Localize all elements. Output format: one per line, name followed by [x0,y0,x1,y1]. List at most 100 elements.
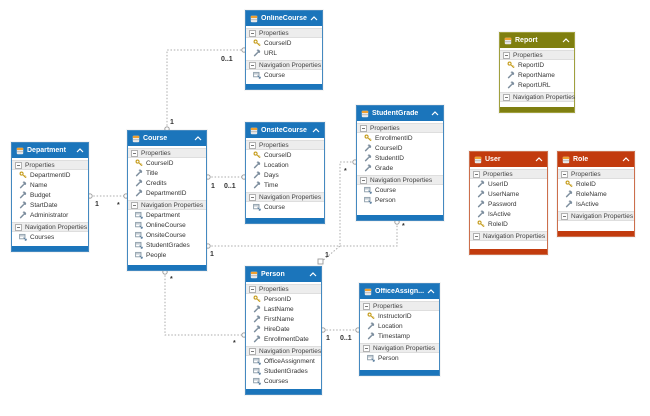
navigation-row[interactable]: StudentGrades [128,240,206,250]
entity-header[interactable]: OnlineCourse [246,11,322,26]
property-row[interactable]: URL [246,48,322,58]
navigation-section[interactable]: Navigation Properties [360,343,439,353]
properties-section[interactable]: Properties [12,160,88,170]
navigation-section[interactable]: Navigation Properties [12,222,88,232]
navigation-row[interactable]: People [128,250,206,260]
property-row[interactable]: UserName [470,189,547,199]
property-row[interactable]: FirstName [246,314,321,324]
property-row[interactable]: IsActive [470,209,547,219]
entity-header[interactable]: OnsiteCourse [246,123,324,138]
property-row[interactable]: CourseID [128,158,206,168]
navigation-row[interactable]: OnlineCourse [128,220,206,230]
collapse-box-icon[interactable] [249,348,256,355]
entity-header[interactable]: User [470,152,547,167]
entity-header[interactable]: Person [246,267,321,282]
property-row[interactable]: DepartmentID [128,188,206,198]
properties-section[interactable]: Properties [246,284,321,294]
collapse-box-icon[interactable] [561,213,568,220]
entity-course[interactable]: Course Properties CourseID Title Credits… [127,130,207,271]
collapse-chevron-icon[interactable] [194,136,202,141]
property-row[interactable]: ReportID [500,60,574,70]
property-row[interactable]: ReportURL [500,80,574,90]
collapse-box-icon[interactable] [249,62,256,69]
properties-section[interactable]: Properties [500,50,574,60]
collapse-box-icon[interactable] [360,125,367,132]
property-row[interactable]: StartDate [12,200,88,210]
collapse-chevron-icon[interactable] [310,16,318,21]
entity-person[interactable]: Person Properties PersonID LastName Firs… [245,266,322,395]
collapse-box-icon[interactable] [131,150,138,157]
collapse-box-icon[interactable] [15,162,22,169]
property-row[interactable]: PersonID [246,294,321,304]
property-row[interactable]: Location [360,321,439,331]
property-row[interactable]: StudentID [357,153,443,163]
collapse-chevron-icon[interactable] [535,157,543,162]
navigation-section[interactable]: Navigation Properties [128,200,206,210]
property-row[interactable]: EnrollmentID [357,133,443,143]
property-row[interactable]: IsActive [558,199,634,209]
navigation-row[interactable]: Department [128,210,206,220]
property-row[interactable]: EnrollmentDate [246,334,321,344]
entity-officeassignment[interactable]: OfficeAssign... Properties InstructorID … [359,283,440,376]
entity-report[interactable]: Report Properties ReportID ReportName Re… [499,32,575,113]
property-row[interactable]: Title [128,168,206,178]
property-row[interactable]: Location [246,160,324,170]
collapse-box-icon[interactable] [503,94,510,101]
property-row[interactable]: Password [470,199,547,209]
entity-header[interactable]: Department [12,143,88,158]
collapse-chevron-icon[interactable] [312,128,320,133]
collapse-box-icon[interactable] [473,233,480,240]
relationship-person-officeassignment[interactable]: 1 0..1 [320,327,361,342]
navigation-row[interactable]: Course [246,70,322,80]
property-row[interactable]: Credits [128,178,206,188]
properties-section[interactable]: Properties [357,123,443,133]
property-row[interactable]: InstructorID [360,311,439,321]
property-row[interactable]: Name [12,180,88,190]
entity-onsitecourse[interactable]: OnsiteCourse Properties CourseID Locatio… [245,122,325,224]
collapse-chevron-icon[interactable] [309,272,317,277]
collapse-box-icon[interactable] [131,202,138,209]
property-row[interactable]: Grade [357,163,443,173]
navigation-row[interactable]: Person [360,353,439,363]
navigation-section[interactable]: Navigation Properties [558,211,634,221]
collapse-box-icon[interactable] [249,194,256,201]
navigation-row[interactable]: OnsiteCourse [128,230,206,240]
property-row[interactable]: Budget [12,190,88,200]
entity-header[interactable]: Report [500,33,574,48]
collapse-box-icon[interactable] [249,30,256,37]
navigation-row[interactable]: Course [246,202,324,212]
navigation-section[interactable]: Navigation Properties [357,175,443,185]
property-row[interactable]: Administrator [12,210,88,220]
collapse-chevron-icon[interactable] [622,157,630,162]
entity-user[interactable]: User Properties UserID UserName Password… [469,151,548,255]
relationship-course-onlinecourse[interactable]: 1 0..1 [164,47,247,132]
collapse-box-icon[interactable] [561,171,568,178]
collapse-box-icon[interactable] [473,171,480,178]
properties-section[interactable]: Properties [558,169,634,179]
collapse-chevron-icon[interactable] [427,289,435,294]
property-row[interactable]: UserID [470,179,547,189]
properties-section[interactable]: Properties [246,140,324,150]
collapse-box-icon[interactable] [249,286,256,293]
properties-section[interactable]: Properties [128,148,206,158]
relationship-course-person[interactable]: * * [162,269,247,347]
property-row[interactable]: Timestamp [360,331,439,341]
properties-section[interactable]: Properties [360,301,439,311]
entity-studentgrade[interactable]: StudentGrade Properties EnrollmentID Cou… [356,105,444,221]
entity-header[interactable]: OfficeAssign... [360,284,439,299]
property-row[interactable]: Days [246,170,324,180]
relationship-department-course[interactable]: 1 * [87,193,129,209]
collapse-box-icon[interactable] [363,345,370,352]
entity-department[interactable]: Department Properties DepartmentID Name … [11,142,89,252]
collapse-box-icon[interactable] [15,224,22,231]
property-row[interactable]: HireDate [246,324,321,334]
collapse-box-icon[interactable] [363,303,370,310]
relationship-course-studentgrade[interactable]: 1 * [205,219,405,258]
navigation-row[interactable]: Courses [12,232,88,242]
navigation-row[interactable]: Course [357,185,443,195]
collapse-box-icon[interactable] [360,177,367,184]
property-row[interactable]: RoleID [558,179,634,189]
property-row[interactable]: CourseID [246,150,324,160]
relationship-course-onsitecourse[interactable]: 1 0..1 [205,174,247,190]
navigation-section[interactable]: Navigation Properties [246,346,321,356]
